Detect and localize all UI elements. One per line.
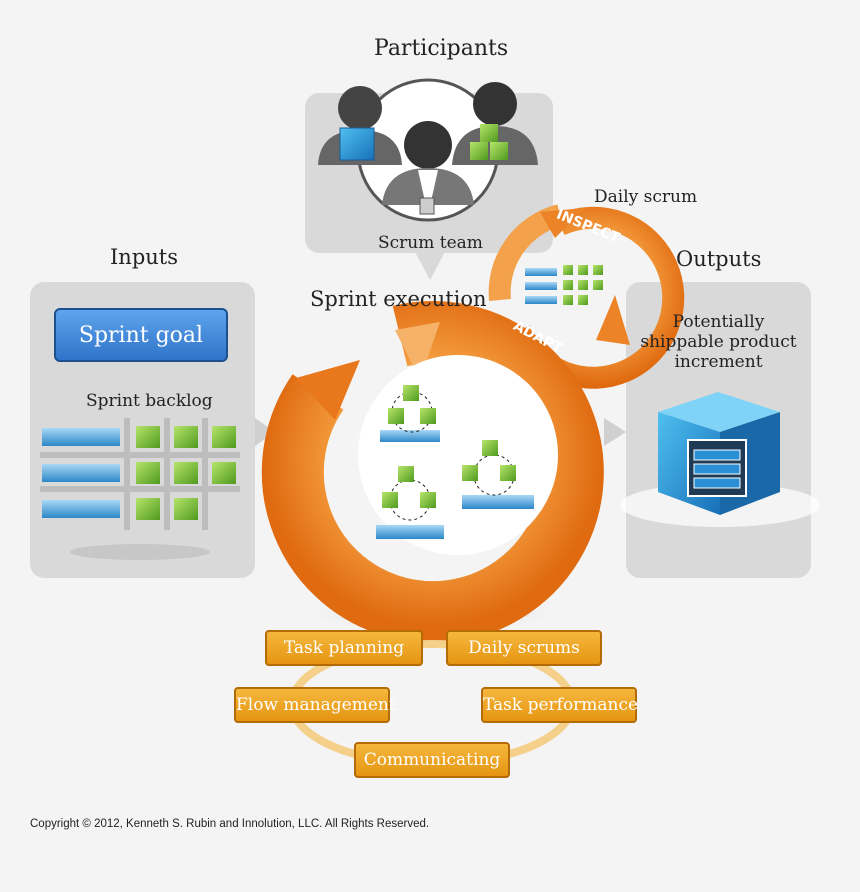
sprint-backlog-label: Sprint backlog [86, 391, 213, 411]
activity-task-performance: Task performance [481, 687, 638, 723]
activity-daily-scrums: Daily scrums [446, 630, 602, 666]
output-line-3: increment [674, 352, 763, 372]
daily-scrum-backlog-icon [525, 265, 603, 305]
participants-title: Participants [374, 36, 509, 61]
task-cluster-top [380, 385, 440, 442]
activity-flow-management: Flow management [234, 687, 396, 723]
output-line-2: shippable product [640, 332, 797, 352]
inputs-arrow [255, 418, 275, 446]
person-left-icon [318, 86, 402, 165]
outputs-title: Outputs [676, 247, 762, 271]
task-cluster-bottom [376, 466, 444, 539]
output-line-1: Potentially [672, 312, 765, 332]
inputs-title: Inputs [110, 245, 179, 269]
outputs-arrow [604, 418, 626, 446]
sprint-execution-cycle [261, 301, 604, 644]
sprint-goal-box: Sprint goal [54, 308, 228, 362]
person-right-icon [452, 82, 538, 165]
sprint-backlog-grid [40, 418, 240, 560]
activity-task-planning: Task planning [265, 630, 423, 666]
product-increment-cube [620, 392, 820, 527]
activity-communicating: Communicating [354, 742, 510, 778]
output-description: Potentially shippable product increment [636, 312, 801, 372]
scrum-team-label: Scrum team [378, 233, 483, 253]
participants-pointer [415, 252, 445, 280]
daily-scrum-label: Daily scrum [594, 187, 698, 207]
sprint-execution-title: Sprint execution [310, 287, 487, 311]
copyright-text: Copyright © 2012, Kenneth S. Rubin and I… [30, 818, 430, 830]
task-cluster-right [462, 440, 534, 509]
person-center-icon [382, 121, 474, 215]
